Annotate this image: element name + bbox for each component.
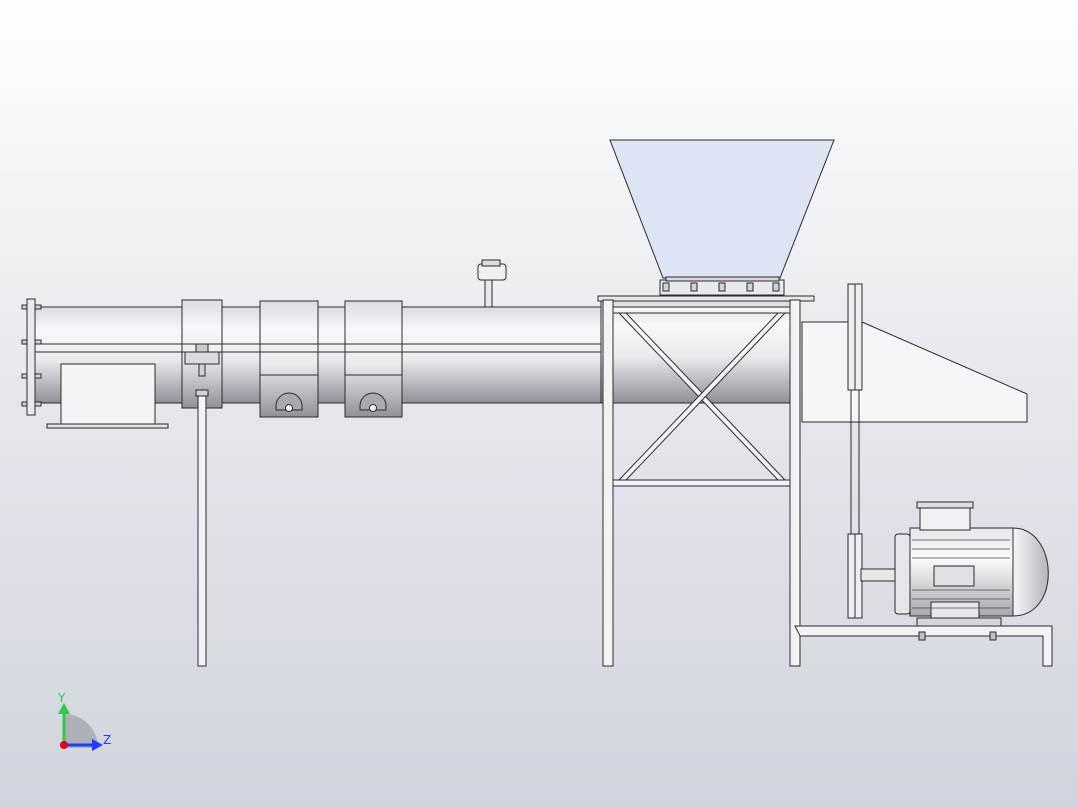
axis-label-y: Y (57, 691, 66, 705)
pipe-clamp (344, 300, 403, 418)
pipe-clamp (259, 300, 319, 418)
motor-fins (912, 539, 1010, 609)
hopper (609, 139, 835, 296)
drive-belt (850, 390, 860, 534)
motor-bolts (918, 631, 997, 641)
axis-label-z: Z (103, 733, 111, 747)
belt-guard (801, 321, 1028, 423)
drive-pulley (847, 283, 863, 391)
discharge-outlet (46, 363, 169, 429)
support-frame (602, 299, 1053, 667)
end-flange (26, 298, 36, 416)
motor-pulley (847, 533, 863, 619)
hopper-bolts (662, 282, 780, 292)
flange-bolts (21, 304, 42, 407)
electric-motor (860, 501, 1049, 627)
bearing-clamp (181, 299, 223, 409)
feed-housing (600, 299, 801, 404)
orientation-triad (58, 703, 103, 751)
temperature-sensor (477, 259, 507, 308)
support-leg-left (197, 395, 207, 667)
